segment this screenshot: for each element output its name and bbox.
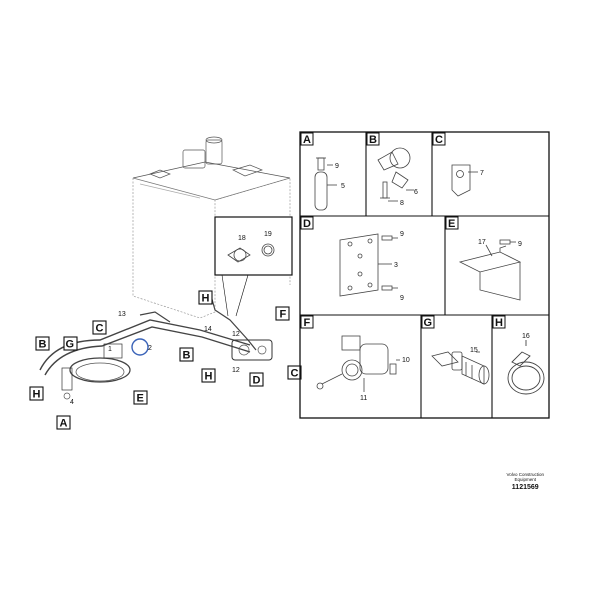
panel-f-letter: F xyxy=(304,317,311,329)
panel-a: A 9 5 xyxy=(300,132,345,211)
callout-b-2[interactable]: B xyxy=(179,347,194,362)
callout-h-2[interactable]: H xyxy=(201,368,216,383)
callout-f[interactable]: F xyxy=(275,306,290,321)
panel-e-label-17: 17 xyxy=(478,239,486,246)
panel-g: G 15 xyxy=(421,315,490,385)
svg-text:H: H xyxy=(202,293,210,305)
panel-a-letter: A xyxy=(303,134,311,146)
panel-a-label-5: 5 xyxy=(341,183,345,190)
panel-d-label-3: 3 xyxy=(394,262,398,269)
panel-b-label-6: 6 xyxy=(414,189,418,196)
panel-b: B 6 8 xyxy=(366,132,418,207)
svg-text:G: G xyxy=(66,339,75,351)
callout-d[interactable]: D xyxy=(249,372,264,387)
panel-e-letter: E xyxy=(448,218,455,230)
callout-a[interactable]: A xyxy=(56,415,71,430)
callout-g[interactable]: G xyxy=(63,336,78,351)
panel-b-label-8: 8 xyxy=(400,200,404,207)
main-numbers: 13 14 12 12 1 2 4 xyxy=(70,311,240,406)
panel-h-label-16: 16 xyxy=(522,333,530,340)
callout-c-1[interactable]: C xyxy=(92,320,107,335)
svg-text:C: C xyxy=(291,368,299,380)
main-number-12-top: 12 xyxy=(232,331,240,338)
main-number-2: 2 xyxy=(148,345,152,352)
svg-text:D: D xyxy=(253,375,261,387)
panel-d-label-9-top: 9 xyxy=(400,231,404,238)
panel-a-label-9: 9 xyxy=(335,163,339,170)
svg-text:H: H xyxy=(33,389,41,401)
panel-d-letter: D xyxy=(303,218,311,230)
panel-g-label-15: 15 xyxy=(470,347,478,354)
detail-panels: A 9 5 B 6 8 xyxy=(299,131,550,419)
panel-f-label-10: 10 xyxy=(402,357,410,364)
panel-c-letter: C xyxy=(435,134,443,146)
svg-text:H: H xyxy=(205,371,213,383)
panel-f: F 10 11 xyxy=(300,315,410,402)
panel-e-label-9: 9 xyxy=(518,241,522,248)
callout-b-1[interactable]: B xyxy=(35,336,50,351)
panel-h-letter: H xyxy=(495,317,503,329)
svg-text:A: A xyxy=(60,418,68,430)
main-number-12-bottom: 12 xyxy=(232,367,240,374)
detail-inset: 18 19 xyxy=(214,216,293,276)
main-number-14: 14 xyxy=(204,326,212,333)
callout-h-1[interactable]: H xyxy=(198,290,213,305)
panel-d-label-9-bottom: 9 xyxy=(400,295,404,302)
svg-text:C: C xyxy=(96,323,104,335)
main-number-1: 1 xyxy=(108,346,112,353)
panel-f-label-11: 11 xyxy=(360,395,367,402)
inset-label-19: 19 xyxy=(264,231,272,238)
footer-company-line2: Equipment xyxy=(514,477,536,482)
callout-h-3[interactable]: H xyxy=(29,386,44,401)
svg-text:F: F xyxy=(280,309,287,321)
panel-b-letter: B xyxy=(369,134,377,146)
svg-text:E: E xyxy=(137,393,144,405)
footer-brand: Volvo Construction Equipment 1121569 xyxy=(506,472,544,491)
panel-h: H 16 xyxy=(492,315,545,395)
inset-label-18: 18 xyxy=(238,235,246,242)
callout-c-2[interactable]: C xyxy=(287,365,302,380)
panel-e: E 17 9 xyxy=(445,216,522,301)
panel-d: D 9 3 9 xyxy=(300,216,404,302)
panel-c: C 7 xyxy=(432,132,484,197)
svg-text:B: B xyxy=(39,339,47,351)
footer-drawing-code: 1121569 xyxy=(511,484,539,491)
footer-company-line1: Volvo Construction xyxy=(506,472,544,477)
main-number-13: 13 xyxy=(118,311,126,318)
callout-e[interactable]: E xyxy=(133,390,148,405)
panel-g-letter: G xyxy=(424,317,433,329)
main-callouts: H F C B G B H D xyxy=(29,290,302,430)
svg-text:B: B xyxy=(183,350,191,362)
main-number-4: 4 xyxy=(70,399,74,406)
panel-c-label-7: 7 xyxy=(480,170,484,177)
